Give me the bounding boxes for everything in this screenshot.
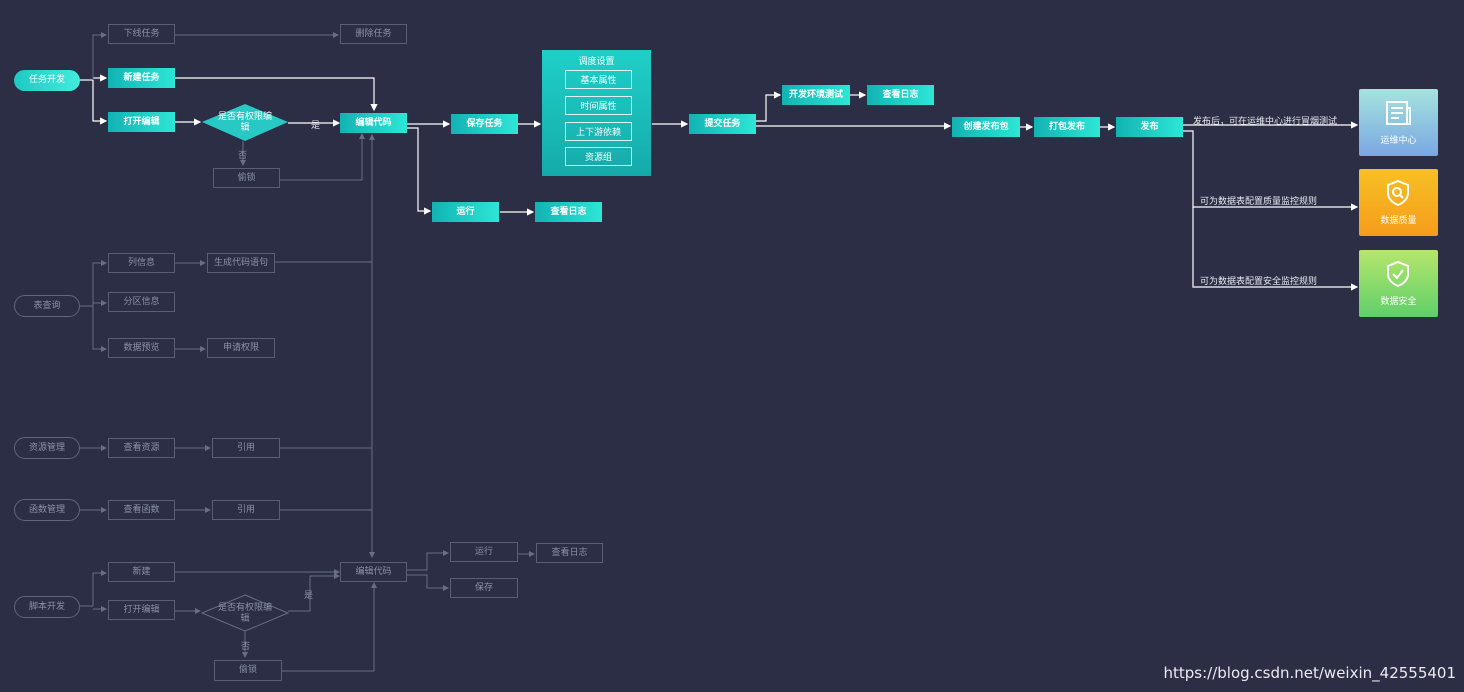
script-permission-decision-diamond [200,594,290,632]
task-dev-start[interactable]: 任务开发 [14,70,80,91]
data-security-card[interactable]: 数据安全 [1359,250,1438,317]
ops-center-note: 发布后，可在运维中心进行冒烟测试 [1193,117,1338,127]
publish-node[interactable]: 发布 [1116,117,1183,137]
schedule-dependencies[interactable]: 上下游依赖 [565,122,632,141]
script-create-node[interactable]: 新建 [108,562,175,582]
data-quality-card[interactable]: 数据质量 [1359,169,1438,236]
schedule-time-props[interactable]: 时间属性 [565,96,632,115]
quality-note: 可为数据表配置质量监控规则 [1200,197,1318,207]
delete-task-node[interactable]: 删除任务 [340,24,407,44]
generate-sql-node[interactable]: 生成代码语句 [207,253,275,273]
partition-info-node[interactable]: 分区信息 [108,292,175,312]
view-log-run-node[interactable]: 查看日志 [535,202,602,222]
resource-ref-node[interactable]: 引用 [212,438,280,458]
script-open-edit-node[interactable]: 打开编辑 [108,600,175,620]
watermark-url: https://blog.csdn.net/weixin_42555401 [1163,664,1456,682]
run-node[interactable]: 运行 [432,202,499,222]
schedule-resource-group[interactable]: 资源组 [565,147,632,166]
permission-decision-label: 是否有权限编辑 [217,112,272,133]
open-edit-node[interactable]: 打开编辑 [108,112,175,132]
save-task-node[interactable]: 保存任务 [451,114,518,134]
dev-env-test-node[interactable]: 开发环境测试 [782,85,850,105]
ops-center-label: 运维中心 [1380,136,1417,146]
data-preview-node[interactable]: 数据预览 [108,338,175,358]
request-permission-node[interactable]: 申请权限 [207,338,275,358]
script-save-node[interactable]: 保存 [450,578,518,598]
schedule-settings-panel: 调度设置 基本属性 时间属性 上下游依赖 资源组 [542,50,651,176]
function-mgmt-start[interactable]: 函数管理 [14,499,80,521]
document-icon [1386,101,1411,125]
column-info-node[interactable]: 列信息 [108,253,175,273]
schedule-settings-title: 调度设置 [578,57,615,67]
create-package-node[interactable]: 创建发布包 [952,117,1020,137]
offline-task-node[interactable]: 下线任务 [108,24,175,44]
decision-no-label: 否 [238,151,248,161]
permission-decision-diamond [202,104,288,141]
table-query-start[interactable]: 表查询 [14,295,80,317]
edit-code-node[interactable]: 编辑代码 [340,113,407,133]
data-security-label: 数据安全 [1380,297,1417,307]
script-view-log-node[interactable]: 查看日志 [536,543,603,563]
security-note: 可为数据表配置安全监控规则 [1200,277,1318,287]
script-decision-no-label: 否 [241,642,251,652]
submit-task-node[interactable]: 提交任务 [689,114,756,134]
shield-check-icon [1387,260,1409,288]
script-steal-lock-node[interactable]: 偷锁 [214,660,282,681]
script-run-node[interactable]: 运行 [450,542,518,562]
schedule-basic-props[interactable]: 基本属性 [565,70,632,89]
script-edit-code-node[interactable]: 编辑代码 [340,562,407,582]
function-ref-node[interactable]: 引用 [212,500,280,520]
decision-yes-label: 是 [311,121,321,131]
view-log-test-node[interactable]: 查看日志 [867,85,934,105]
script-permission-decision-label: 是否有权限编辑 [217,603,272,624]
resource-mgmt-start[interactable]: 资源管理 [14,437,80,459]
data-quality-label: 数据质量 [1380,216,1417,226]
script-dev-start[interactable]: 脚本开发 [14,596,80,618]
ops-center-card[interactable]: 运维中心 [1359,89,1438,156]
view-resource-node[interactable]: 查看资源 [108,438,175,458]
create-task-node[interactable]: 新建任务 [108,68,175,88]
view-function-node[interactable]: 查看函数 [108,500,175,520]
shield-search-icon [1387,179,1409,207]
steal-lock-node[interactable]: 偷锁 [213,168,280,188]
script-decision-yes-label: 是 [304,591,314,601]
pack-publish-node[interactable]: 打包发布 [1034,117,1100,137]
